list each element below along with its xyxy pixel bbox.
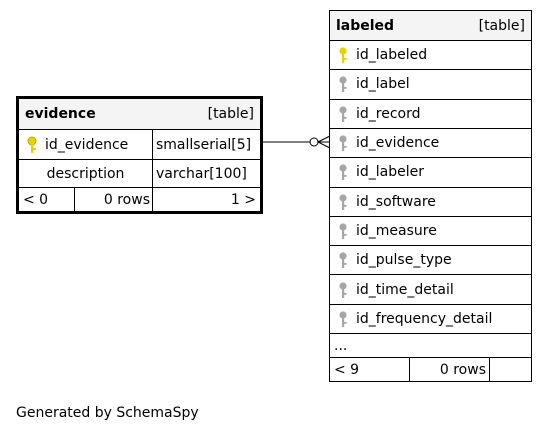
table-name: evidence xyxy=(25,106,96,122)
column-name: id_time_detail xyxy=(356,281,454,298)
column-name: id_labeled xyxy=(356,47,428,64)
table-row: id_frequency_detail xyxy=(330,303,531,333)
foreign-key-icon xyxy=(336,222,350,240)
row-count: 0 rows xyxy=(103,191,150,208)
key-icon xyxy=(336,46,350,64)
column-name: id_frequency_detail xyxy=(356,310,493,327)
table-kind: [table] xyxy=(478,17,525,34)
table-row: id_evidence smallserial[5] xyxy=(19,129,260,159)
crow-foot-lower xyxy=(317,141,331,149)
foreign-key-icon xyxy=(336,163,350,181)
parents-count: < 0 xyxy=(23,191,49,208)
column-name: id_pulse_type xyxy=(356,252,452,269)
column-name: description xyxy=(46,165,125,182)
evidence-table[interactable]: evidence [table] id_evidence smallserial… xyxy=(16,96,263,214)
column-name: id_record xyxy=(356,105,421,122)
table-header: labeled [table] xyxy=(330,11,531,40)
table-row: id_time_detail xyxy=(330,274,531,303)
table-row: id_labeled xyxy=(330,40,531,69)
foreign-key-icon xyxy=(336,251,350,269)
zero-or-many-circle xyxy=(309,137,319,147)
table-row: description varchar[100] xyxy=(19,159,260,187)
table-footer: < 0 0 rows 1 > xyxy=(19,187,260,211)
table-name: labeled xyxy=(336,17,395,34)
more-columns: ... xyxy=(330,333,531,358)
table-row: id_pulse_type xyxy=(330,245,531,274)
crow-foot-upper xyxy=(317,135,331,143)
column-type: smallserial[5] xyxy=(156,136,252,153)
column-name: id_labeler xyxy=(356,164,425,181)
table-row: id_software xyxy=(330,186,531,216)
foreign-key-icon xyxy=(336,281,350,299)
table-row: id_measure xyxy=(330,215,531,245)
foreign-key-icon xyxy=(336,134,350,152)
foreign-key-icon xyxy=(336,75,350,93)
column-name: id_evidence xyxy=(45,136,129,153)
children-count: 1 > xyxy=(230,191,256,208)
table-row: id_evidence xyxy=(330,127,531,157)
foreign-key-icon xyxy=(336,310,350,328)
foreign-key-icon xyxy=(336,105,350,123)
column-name: id_measure xyxy=(356,222,437,239)
table-row: id_record xyxy=(330,98,531,128)
labeled-table[interactable]: labeled [table] id_labeled id_label id_rec… xyxy=(329,10,532,382)
table-kind: [table] xyxy=(207,106,254,122)
row-count: 0 rows xyxy=(439,362,486,378)
table-footer: < 9 0 rows xyxy=(330,357,531,382)
table-row: id_labeler xyxy=(330,157,531,186)
table-header: evidence [table] xyxy=(19,99,260,129)
column-type: varchar[100] xyxy=(156,165,247,182)
generator-credit: Generated by SchemaSpy xyxy=(16,405,199,421)
column-name: id_evidence xyxy=(356,135,440,152)
foreign-key-icon xyxy=(336,193,350,211)
key-icon xyxy=(25,136,39,154)
column-name: id_label xyxy=(356,76,410,93)
column-name: id_software xyxy=(356,193,436,210)
table-row: id_label xyxy=(330,69,531,98)
parents-count: < 9 xyxy=(334,362,360,378)
